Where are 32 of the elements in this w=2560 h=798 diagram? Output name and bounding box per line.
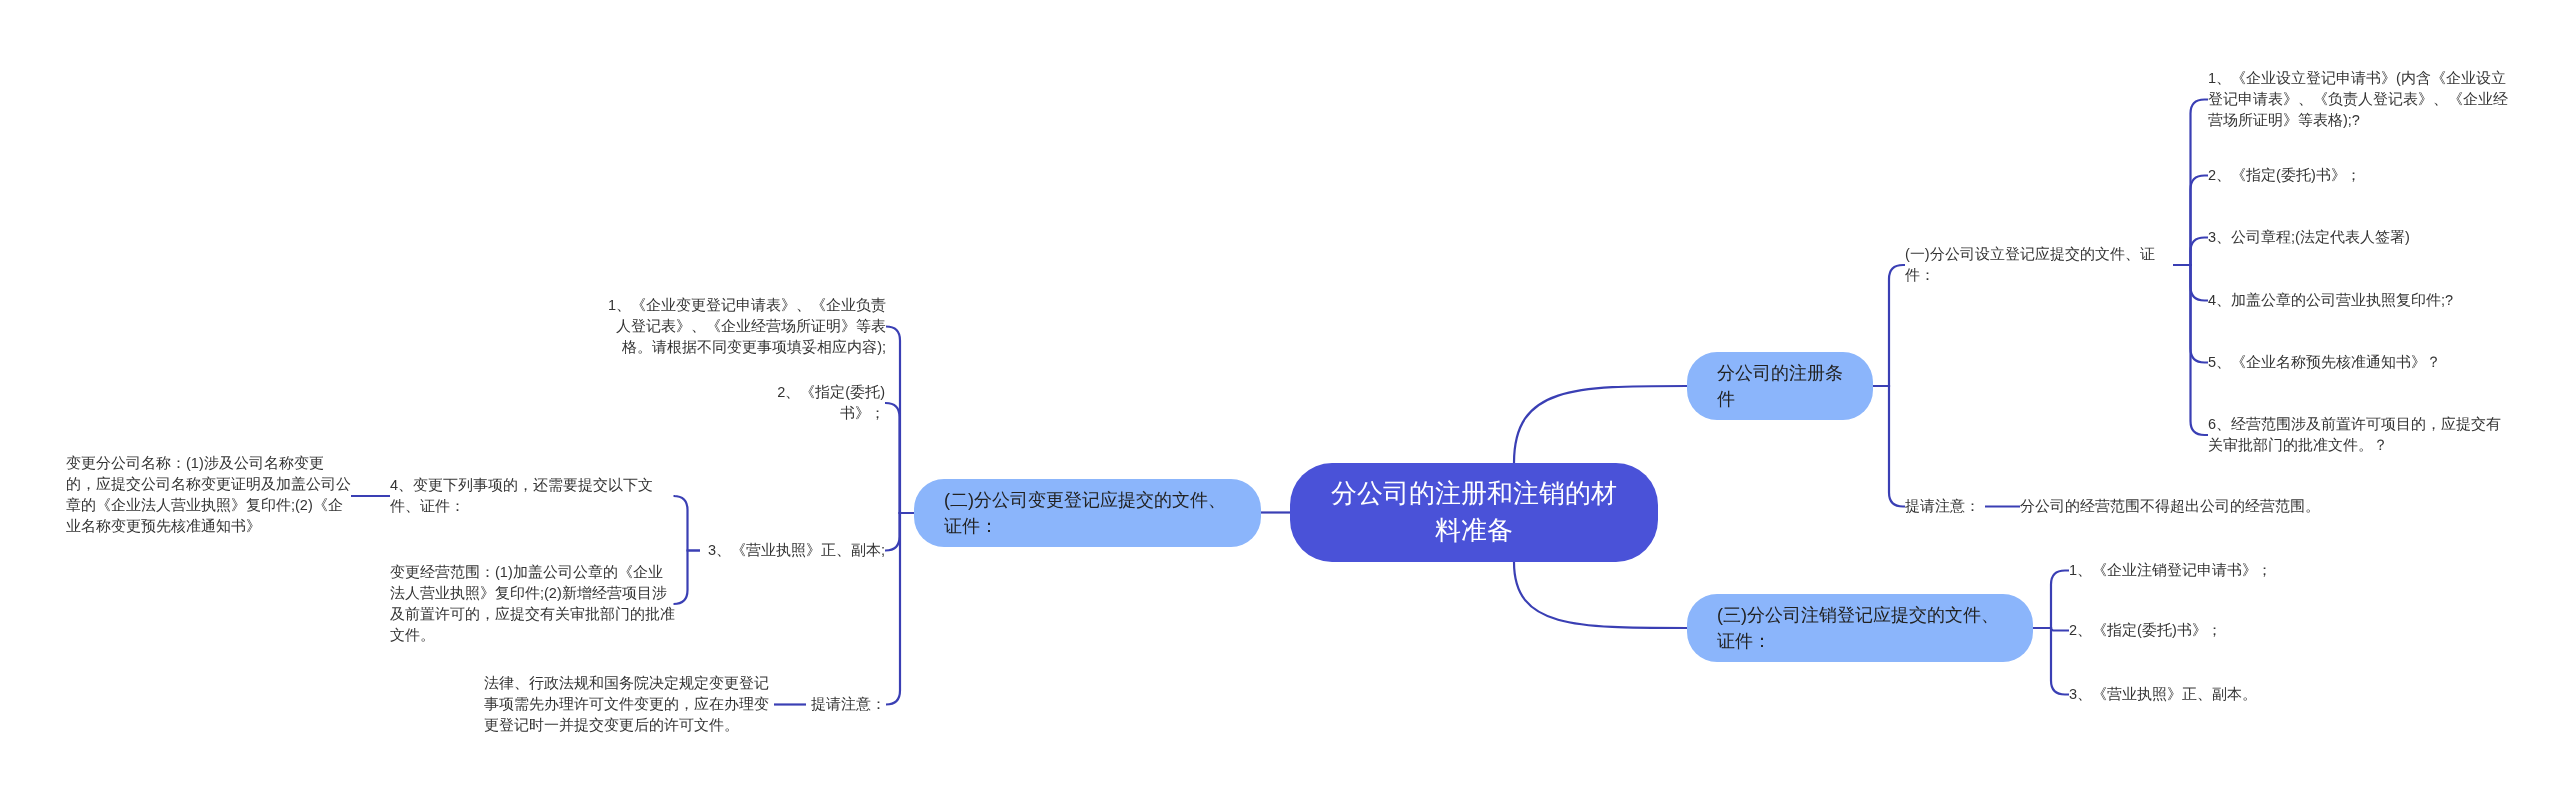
item-text: 2、《指定(委托)书》； xyxy=(740,380,885,427)
item-text: 2、《指定(委托)书》； xyxy=(2208,162,2508,188)
note-text: 分公司的经营范围不得超出公司的经营范围。 xyxy=(2020,493,2320,519)
subtopic-text: (一)分公司设立登记应提交的文件、证件： xyxy=(1905,242,2173,289)
item-text: 5、《企业名称预先核准通知书》？ xyxy=(2208,349,2508,375)
topic-box: (三)分公司注销登记应提交的文件、证件： xyxy=(1687,594,2033,663)
note-text: 法律、行政法规和国务院决定规定变更登记事项需先办理许可文件变更的，应在办理变更登记时一并提交变更后的许可文件。 xyxy=(484,670,774,738)
item-text: 4、加盖公章的公司营业执照复印件;? xyxy=(2208,287,2508,313)
connector-line xyxy=(1512,384,1687,464)
note-text: 变更经营范围：(1)加盖公司公章的《企业法人营业执照》复印件;(2)新增经营项目涉及前置许可的，应提交有关审批部门的批准文件。 xyxy=(390,560,675,649)
note-text: 变更分公司名称：(1)涉及公司名称变更的，应提交公司名称变更证明及加盖公司公章的《企业法人营业执照》复印件;(2)《企业名称变更预先核准通知书》 xyxy=(66,451,351,540)
item-text: 4、变更下列事项的，还需要提交以下文件、证件： xyxy=(390,473,675,520)
connector-line xyxy=(1985,505,2020,508)
root-topic-box: 分公司的注册和注销的材料准备 xyxy=(1290,462,1658,562)
note-text: 提请注意： xyxy=(806,691,886,717)
connector-line xyxy=(672,549,700,606)
topic-box: (二)分公司变更登记应提交的文件、证件： xyxy=(914,479,1261,548)
item-text: 3、《营业执照》正、副本。 xyxy=(2069,681,2329,707)
item-text: 2、《指定(委托)书》； xyxy=(2069,617,2329,643)
topic-box: 分公司的注册条件 xyxy=(1687,352,1873,421)
connector-line xyxy=(351,494,390,498)
connector-line xyxy=(1873,384,1905,508)
connector-line xyxy=(1512,561,1687,630)
connector-line xyxy=(1261,511,1290,514)
connector-line xyxy=(774,703,806,706)
item-text: 3、公司章程;(法定代表人签署) xyxy=(2208,224,2508,250)
item-text: 3、《营业执照》正、副本; xyxy=(700,537,885,563)
item-text: 1、《企业注销登记申请书》； xyxy=(2069,557,2329,583)
item-text: 1、《企业变更登记申请表》、《企业负责人登记表》、《企业经营场所证明》等表格。请根据不同变更事项填妥相应内容); xyxy=(596,292,886,360)
note-text: 提请注意： xyxy=(1905,493,1985,519)
item-text: 6、经营范围涉及前置许可项目的，应提交有关审批部门的批准文件。？ xyxy=(2208,412,2508,459)
item-text: 1、《企业设立登记申请书》(内含《企业设立登记申请表》、《负责人登记表》、《企业经营场所证明》等表格);? xyxy=(2208,65,2508,133)
